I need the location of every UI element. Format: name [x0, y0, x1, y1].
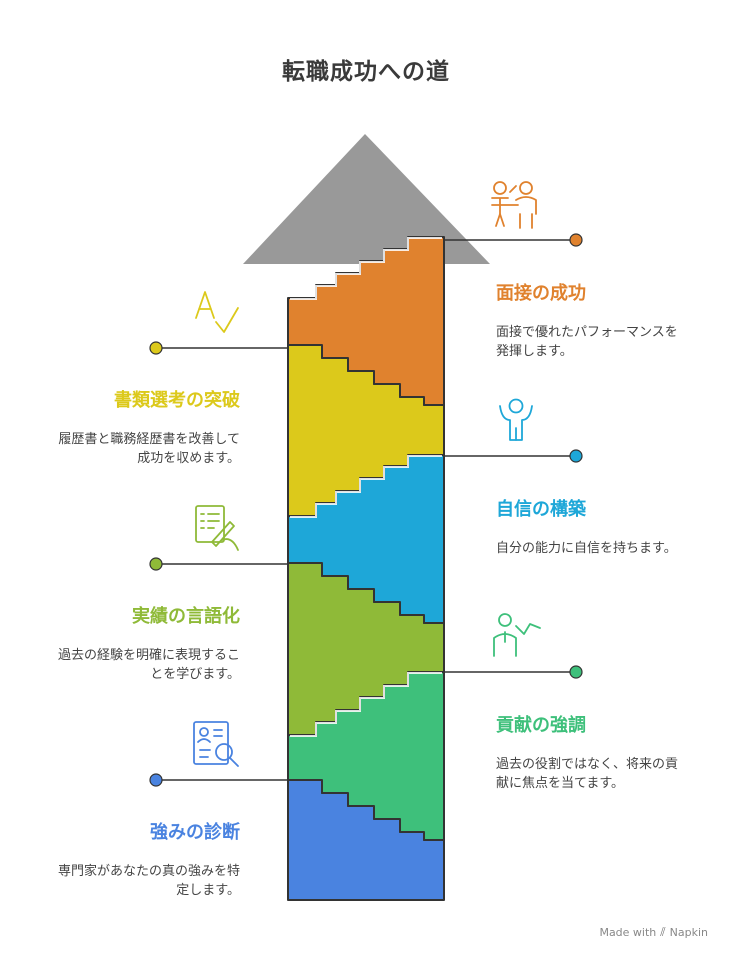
cheering-person-icon	[499, 398, 533, 441]
step-contribution: 貢献の強調 過去の役割ではなく、将来の貢献に焦点を当てます。	[496, 711, 686, 793]
step-confidence-heading: 自信の構築	[496, 499, 586, 520]
strengths-dot	[149, 773, 163, 787]
step-strengths-description: 専門家があなたの真の強みを特定します。	[57, 864, 240, 898]
verbalize-dot	[149, 557, 163, 571]
grade-check-icon	[195, 291, 239, 333]
step-verbalize: 実績の言語化 過去の経験を明確に表現することを学びます。	[50, 602, 240, 684]
step-verbalize-heading: 実績の言語化	[132, 606, 240, 627]
step-documents: 書類選考の突破 履歴書と職務経歴書を改善して成功を収めます。	[50, 386, 240, 468]
step-confidence-description: 自分の能力に自信を持ちます。	[496, 541, 677, 556]
step-contribution-description: 過去の役割ではなく、将来の貢献に焦点を当てます。	[496, 757, 679, 791]
confidence-dot	[569, 449, 583, 463]
step-verbalize-description: 過去の経験を明確に表現することを学びます。	[57, 648, 240, 682]
step-confidence: 自信の構築 自分の能力に自信を持ちます。	[496, 495, 686, 558]
diagram-title: 転職成功への道	[282, 59, 450, 85]
presenter-icon	[493, 613, 541, 657]
step-documents-description: 履歴書と職務経歴書を改善して成功を収めます。	[58, 432, 240, 466]
step-interview-heading: 面接の成功	[496, 283, 586, 304]
brand-name: Napkin	[669, 926, 708, 939]
brand-label: Made with	[599, 926, 657, 939]
interview-dot	[569, 233, 583, 247]
step-contribution-heading: 貢献の強調	[496, 715, 586, 736]
step-strengths-heading: 強みの診断	[150, 822, 240, 843]
connectors	[149, 233, 583, 787]
step-interview-description: 面接で優れたパフォーマンスを発揮します。	[496, 325, 678, 359]
writing-document-icon	[195, 505, 239, 551]
candidate-search-icon	[193, 721, 239, 767]
documents-dot	[149, 341, 163, 355]
stair-highlights	[290, 237, 442, 737]
napkin-logo-icon: ⫽	[660, 925, 666, 939]
step-interview: 面接の成功 面接で優れたパフォーマンスを発揮します。	[496, 279, 686, 361]
contribution-dot	[569, 665, 583, 679]
step-documents-heading: 書類選考の突破	[114, 390, 240, 411]
arrowhead	[243, 134, 490, 264]
interview-icon	[491, 181, 537, 229]
napkin-brand[interactable]: Made with ⫽ Napkin	[599, 925, 708, 940]
step-strengths: 強みの診断 専門家があなたの真の強みを特定します。	[50, 818, 240, 900]
